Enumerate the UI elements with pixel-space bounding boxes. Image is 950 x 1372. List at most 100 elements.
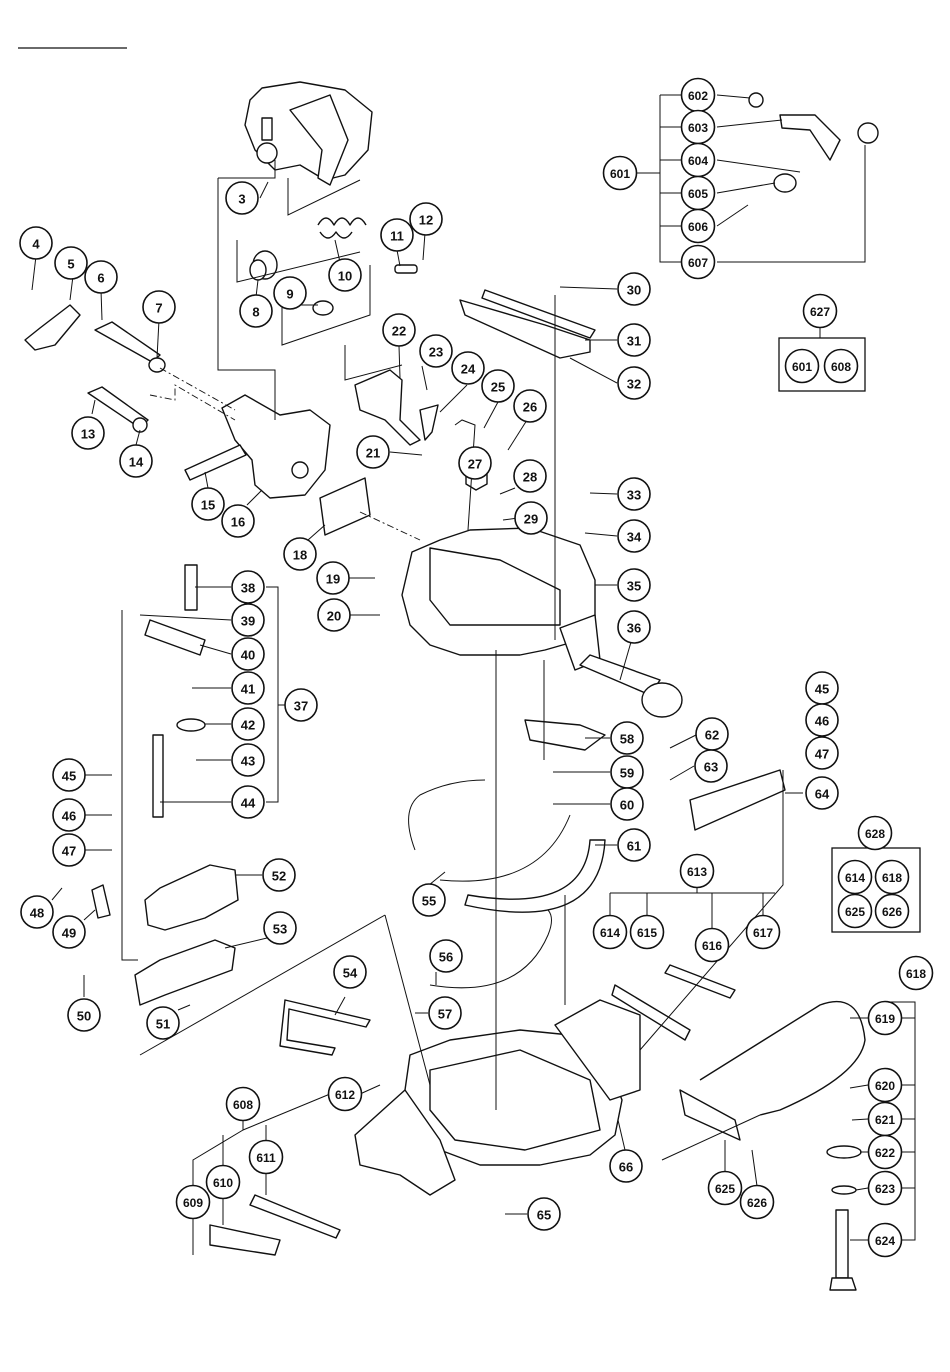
callout-604: 604 (680, 142, 716, 178)
callout-number: 625 (845, 905, 865, 919)
callout-33: 33 (617, 477, 651, 511)
callout-circle (52, 758, 86, 792)
callout-58: 58 (610, 721, 644, 755)
callout-618: 618 (874, 859, 910, 895)
callout-16: 16 (221, 504, 255, 538)
callout-circle (610, 787, 644, 821)
callout-608: 608 (225, 1086, 261, 1122)
callout-number: 601 (610, 167, 630, 181)
callout-50: 50 (67, 998, 101, 1032)
callout-circle (898, 955, 934, 991)
callout-circle (602, 155, 638, 191)
callout-57: 57 (428, 996, 462, 1030)
callout-circle (231, 707, 265, 741)
callout-number: 31 (627, 334, 641, 349)
callout-55: 55 (412, 883, 446, 917)
callout-circle (680, 244, 716, 280)
callout-number: 604 (688, 154, 708, 168)
callout-number: 63 (704, 760, 718, 775)
callout-number: 32 (627, 377, 641, 392)
callout-15: 15 (191, 487, 225, 521)
callout-45: 45 (52, 758, 86, 792)
callout-number: 609 (183, 1196, 203, 1210)
callout-circle (694, 927, 730, 963)
callout-619: 619 (867, 1000, 903, 1036)
callout-number: 601 (792, 360, 812, 374)
callout-614: 614 (592, 914, 628, 950)
callout-59: 59 (610, 755, 644, 789)
callout-number: 62 (705, 728, 719, 743)
callout-number: 10 (338, 269, 352, 284)
callout-47: 47 (805, 736, 839, 770)
callout-number: 42 (241, 718, 255, 733)
callout-62: 62 (695, 717, 729, 751)
callout-612: 612 (327, 1076, 363, 1112)
callout-51: 51 (146, 1006, 180, 1040)
callout-circle (694, 749, 728, 783)
callout-3: 3 (225, 181, 259, 215)
callout-circle (231, 637, 265, 671)
callout-56: 56 (429, 939, 463, 973)
callout-number: 15 (201, 498, 215, 513)
callout-circle (54, 246, 88, 280)
callout-32: 32 (617, 366, 651, 400)
callout-number: 611 (256, 1151, 276, 1165)
callout-number: 33 (627, 488, 641, 503)
callout-20: 20 (317, 598, 351, 632)
callout-number: 53 (273, 922, 287, 937)
callout-circle (481, 369, 515, 403)
callout-circle (527, 1197, 561, 1231)
callout-number: 35 (627, 579, 641, 594)
callout-615: 615 (629, 914, 665, 950)
callout-number: 56 (439, 950, 453, 965)
callout-number: 622 (875, 1146, 895, 1160)
callout-number: 27 (468, 457, 482, 472)
callout-number: 614 (845, 871, 865, 885)
callout-circle (874, 859, 910, 895)
callout-number: 626 (747, 1196, 767, 1210)
callout-circle (142, 290, 176, 324)
callout-circle (327, 1076, 363, 1112)
callout-number: 41 (241, 682, 255, 697)
callout-circle (617, 519, 651, 553)
callout-49: 49 (52, 915, 86, 949)
callout-circle (273, 276, 307, 310)
callout-circle (617, 366, 651, 400)
callout-21: 21 (356, 435, 390, 469)
callout-19: 19 (316, 561, 350, 595)
callout-number: 26 (523, 400, 537, 415)
callout-circle (263, 911, 297, 945)
callout-circle (617, 272, 651, 306)
callout-4: 4 (19, 226, 53, 260)
callout-number: 46 (62, 809, 76, 824)
callout-number: 6 (97, 271, 104, 286)
callout-circle (52, 915, 86, 949)
callout-circle (837, 859, 873, 895)
callout-number: 620 (875, 1079, 895, 1093)
callout-35: 35 (617, 568, 651, 602)
callout-626: 626 (739, 1184, 775, 1220)
callout-circle (429, 939, 463, 973)
callout-616: 616 (694, 927, 730, 963)
callout-number: 54 (343, 966, 358, 981)
callout-number: 9 (286, 287, 293, 302)
callout-circle (514, 501, 548, 535)
callout-circle (19, 226, 53, 260)
callout-number: 616 (702, 939, 722, 953)
callout-613: 613 (679, 853, 715, 889)
callout-14: 14 (119, 444, 153, 478)
callout-number: 22 (392, 324, 406, 339)
callout-44: 44 (231, 785, 265, 819)
callout-circle (610, 721, 644, 755)
callout-23: 23 (419, 334, 453, 368)
callout-61: 61 (617, 828, 651, 862)
callout-26: 26 (513, 389, 547, 423)
callout-circle (592, 914, 628, 950)
callout-13: 13 (71, 416, 105, 450)
callout-circle (609, 1149, 643, 1183)
callout-number: 603 (688, 121, 708, 135)
callout-number: 19 (326, 572, 340, 587)
callout-621: 621 (867, 1101, 903, 1137)
callout-603: 603 (680, 109, 716, 145)
callout-614: 614 (837, 859, 873, 895)
